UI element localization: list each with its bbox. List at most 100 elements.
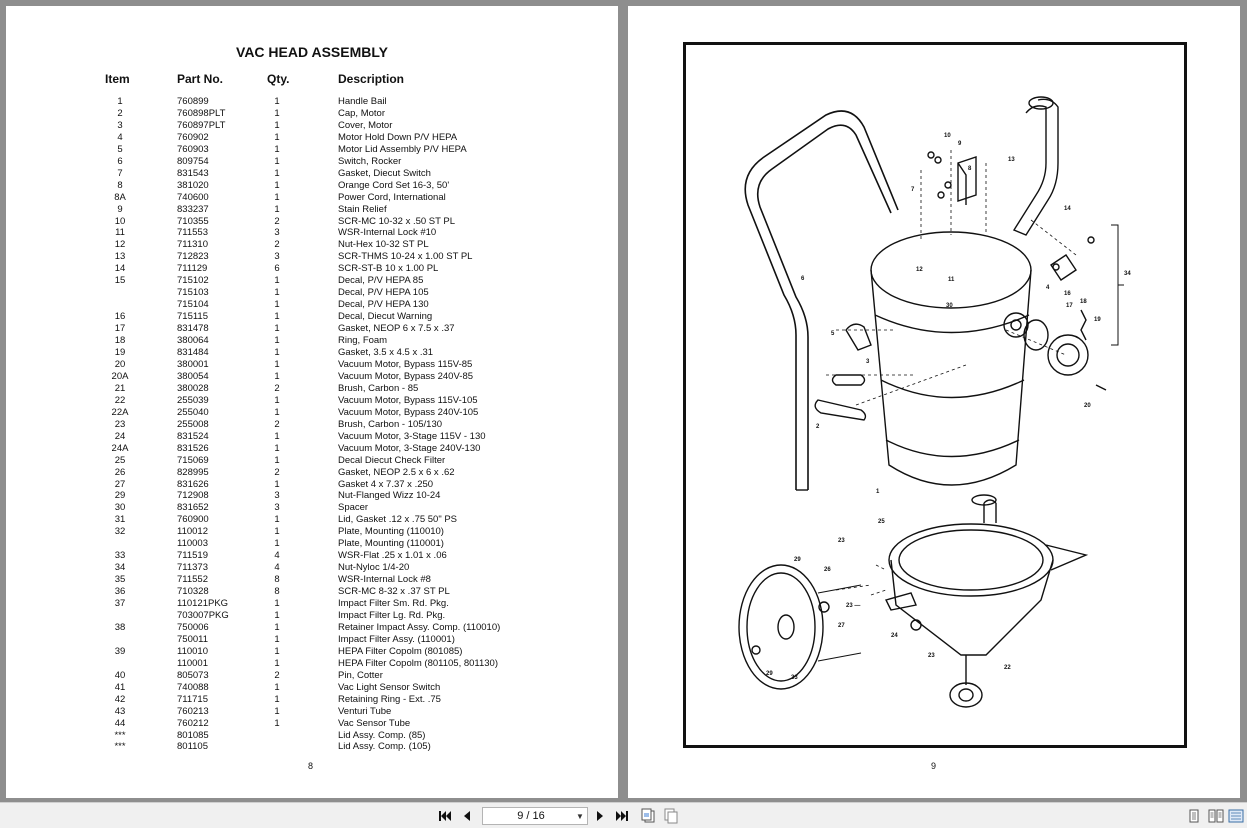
continuous-page-button[interactable] [1227, 807, 1245, 825]
description-cell: Vacuum Motor, 3-Stage 240V-130 [338, 442, 481, 454]
page-number-input[interactable]: 9 / 16 ▼ [482, 807, 588, 825]
callout-33: 33 [791, 675, 798, 681]
part-no-cell: 255008 [177, 418, 209, 430]
item-cell: 18 [114, 335, 126, 347]
description-cell: Brush, Carbon - 105/130 [338, 418, 443, 430]
first-page-button[interactable] [436, 807, 454, 825]
description-cell: Lid, Gasket .12 x .75 50" PS [338, 514, 458, 526]
part-no-cell: 715115 [177, 311, 208, 323]
description-cell: Decal, Diecut Warning [338, 311, 433, 323]
part-no-cell: 805073 [177, 669, 209, 681]
qty-cell: 1 [274, 717, 280, 729]
description-cell: Vacuum Motor, Bypass 240V-85 [338, 370, 474, 382]
part-no-cell: 760903 [177, 143, 209, 155]
qty-cell: 1 [274, 681, 280, 693]
item-cell: 3 [117, 119, 123, 131]
description-cell: HEPA Filter Copolm (801085) [338, 645, 463, 657]
description-cell: Lid Assy. Comp. (105) [338, 741, 431, 753]
single-page-button[interactable] [1185, 807, 1203, 825]
qty-cell: 1 [274, 358, 280, 370]
description-cell: Power Cord, International [338, 191, 446, 203]
item-cell: *** [114, 729, 126, 741]
description-cell: Motor Lid Assembly P/V HEPA [338, 143, 467, 155]
description-cell: Gasket, NEOP 6 x 7.5 x .37 [338, 323, 455, 335]
qty-cell: 1 [274, 526, 280, 538]
description-cell: Vac Sensor Tube [338, 717, 411, 729]
description-cell: Retainer Impact Assy. Comp. (110010) [338, 621, 501, 633]
item-cell: *** [114, 741, 126, 753]
header-item: Item [105, 72, 130, 86]
qty-cell: 3 [274, 502, 280, 514]
description-cell: Venturi Tube [338, 705, 392, 717]
item-cell: 42 [114, 693, 126, 705]
right-page: 10 9 13 7 8 14 6 12 11 30 34 4 16 17 18 … [628, 6, 1240, 798]
left-page: VAC HEAD ASSEMBLY Item Part No. Qty. Des… [6, 6, 618, 798]
handle-grip [814, 399, 867, 421]
description-cell: Decal, P/V HEPA 105 [338, 287, 429, 299]
part-no-cell: 801085 [177, 729, 209, 741]
item-cell: 22 [114, 394, 126, 406]
description-cell: Gasket, Diecut Switch [338, 167, 431, 179]
callout-23-lower: 23 [928, 653, 935, 659]
item-cell: 8A [114, 191, 126, 203]
part-no-cell: 710355 [177, 215, 209, 227]
next-page-button[interactable] [591, 807, 609, 825]
qty-cell: 1 [274, 275, 280, 287]
part-no-cell: 255040 [177, 406, 209, 418]
next-view-button[interactable] [662, 807, 680, 825]
qty-cell: 1 [274, 370, 280, 382]
item-cell: 10 [114, 215, 126, 227]
qty-cell: 2 [274, 382, 280, 394]
part-no-cell: 715069 [177, 454, 209, 466]
part-no-cell: 760900 [177, 514, 209, 526]
part-no-cell: 801105 [177, 741, 208, 753]
dolly-ring [888, 523, 1054, 597]
last-page-button[interactable] [613, 807, 631, 825]
two-page-icon [1208, 809, 1224, 823]
part-no-cell: 809754 [177, 155, 209, 167]
description-cell: Pin, Cotter [338, 669, 383, 681]
qty-cell: 1 [274, 645, 280, 657]
qty-cell: 2 [274, 418, 280, 430]
description-cell: Plate, Mounting (110010) [338, 526, 444, 538]
qty-cell: 1 [274, 442, 280, 454]
description-cell: WSR-Flat .25 x 1.01 x .06 [338, 550, 447, 562]
qty-cell: 2 [274, 215, 280, 227]
item-cell: 19 [114, 347, 126, 359]
qty-cell: 1 [274, 203, 280, 215]
description-cell: Decal, P/V HEPA 130 [338, 299, 429, 311]
chevron-down-icon[interactable]: ▼ [576, 811, 584, 821]
description-cell: Decal, P/V HEPA 85 [338, 275, 424, 287]
qty-cell: 1 [274, 406, 280, 418]
qty-cell: 1 [274, 323, 280, 335]
prev-view-button[interactable] [639, 807, 657, 825]
item-cell: 37 [114, 598, 126, 610]
description-cell: Brush, Carbon - 85 [338, 382, 419, 394]
part-no-cell: 711310 [177, 239, 208, 251]
part-no-cell: 380028 [177, 382, 209, 394]
two-page-button[interactable] [1207, 807, 1225, 825]
part-no-cell: 831626 [177, 478, 209, 490]
item-cell: 14 [114, 263, 126, 275]
prev-view-icon [641, 808, 655, 823]
item-cell: 21 [114, 382, 126, 394]
description-cell: Cover, Motor [338, 119, 393, 131]
prev-page-button[interactable] [458, 807, 476, 825]
qty-cell: 1 [274, 633, 280, 645]
description-cell: Handle Bail [338, 96, 387, 107]
description-cell: Impact Filter Lg. Rd. Pkg. [338, 609, 446, 621]
description-cell: Gasket, NEOP 2.5 x 6 x .62 [338, 466, 455, 478]
item-cell: 7 [117, 167, 123, 179]
